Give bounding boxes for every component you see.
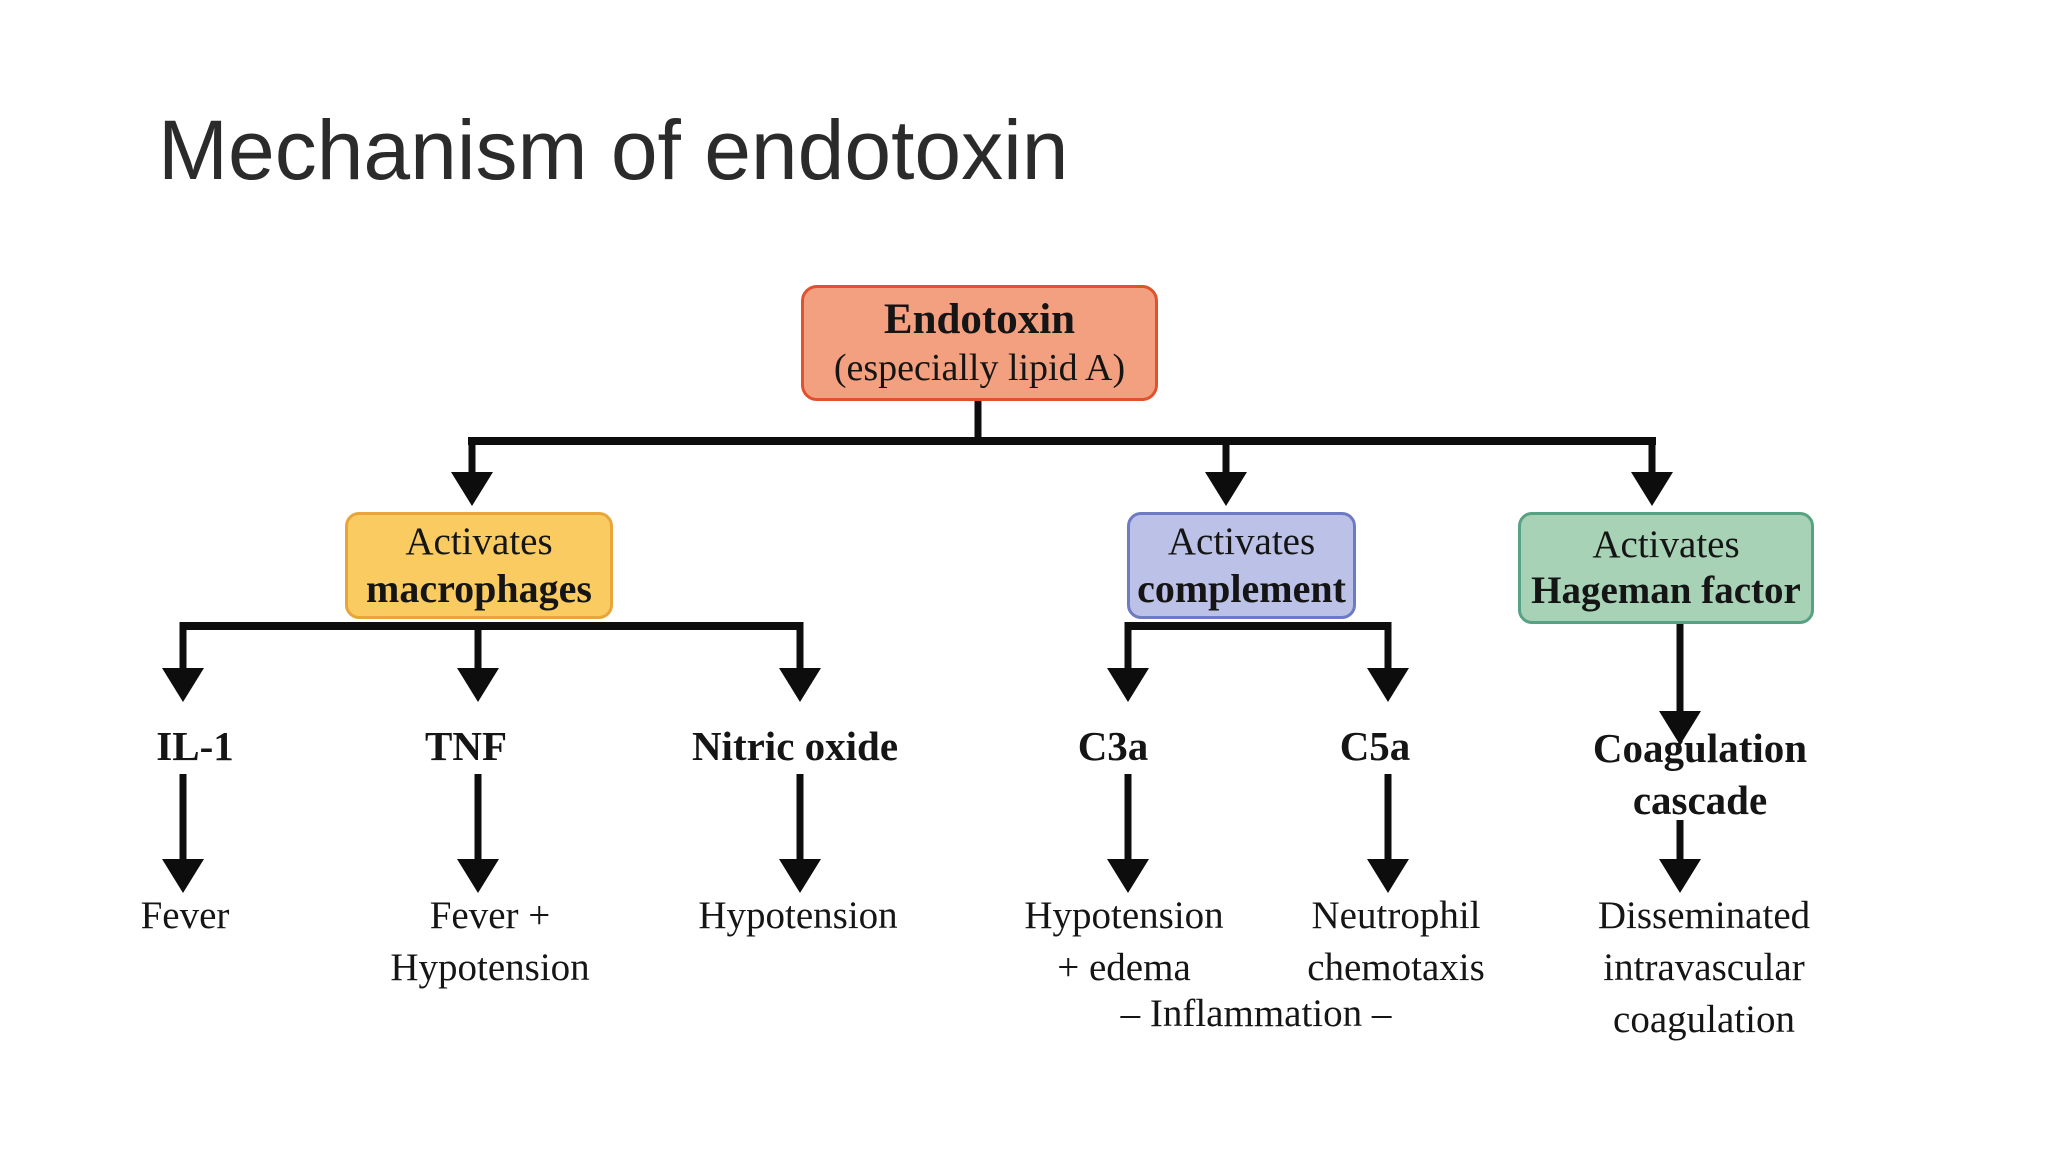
label-inflammation: – Inflammation – (1120, 992, 1392, 1035)
label-fever-hypotension-line1: Fever + (429, 894, 551, 937)
arrow-il1-to-fever (162, 774, 204, 893)
node-endotoxin-line1: Endotoxin (883, 296, 1076, 344)
label-tnf: TNF (425, 723, 507, 769)
label-neutrophil-chemotaxis-line2: chemotaxis (1307, 946, 1485, 989)
node-activates-complement-line1: Activates (1167, 519, 1316, 563)
label-dic-line3: coagulation (1613, 998, 1795, 1041)
node-endotoxin-line2: (especially lipid A) (833, 346, 1126, 389)
arrow-complement-branch (1107, 622, 1409, 702)
label-c3a: C3a (1077, 723, 1149, 769)
label-nitric-oxide: Nitric oxide (691, 723, 899, 769)
arrow-macrophages-branch (162, 622, 821, 702)
arrow-coagulation-to-dic (1659, 820, 1701, 893)
node-activates-macrophages: Activates macrophages (345, 512, 613, 619)
node-activates-hageman-factor: Activates Hageman factor (1518, 512, 1814, 624)
node-activates-complement: Activates complement (1127, 512, 1356, 619)
label-dic-line1: Disseminated (1597, 894, 1811, 937)
label-neutrophil-chemotaxis-line1: Neutrophil (1311, 894, 1481, 937)
label-il1: IL-1 (156, 723, 234, 769)
label-hypotension-edema-line1: Hypotension (1024, 894, 1224, 937)
arrow-c5a-to-neutrophil-chemotaxis (1367, 774, 1409, 893)
label-dic-line2: intravascular (1603, 946, 1805, 989)
label-coagulation-cascade-line1: Coagulation (1592, 725, 1808, 771)
label-fever-hypotension-line2: Hypotension (390, 946, 590, 989)
arrow-endotoxin-to-branches (451, 401, 1673, 506)
label-c5a: C5a (1339, 723, 1411, 769)
label-disseminated-intravascular-coagulation: Disseminated intravascular coagulation (1598, 890, 1810, 1046)
label-fever: Fever (140, 894, 230, 937)
node-activates-macrophages-line1: Activates (405, 519, 553, 563)
page-title: Mechanism of endotoxin (158, 103, 1069, 197)
label-coagulation-cascade-line2: cascade (1632, 777, 1768, 823)
arrow-tnf-to-fever-hypotension (457, 774, 499, 893)
arrow-c3a-to-hypotension-edema (1107, 774, 1149, 893)
label-hypotension-edema: Hypotension + edema (1024, 890, 1223, 994)
label-hypotension-edema-line2: + edema (1057, 946, 1191, 989)
label-coagulation-cascade: Coagulation cascade (1593, 722, 1807, 826)
node-endotoxin: Endotoxin (especially lipid A) (801, 285, 1158, 401)
node-activates-hageman-line2: Hageman factor (1531, 569, 1801, 612)
node-activates-hageman-line1: Activates (1592, 522, 1740, 566)
node-activates-complement-line2: complement (1137, 565, 1346, 611)
label-fever-hypotension: Fever + Hypotension (390, 890, 589, 994)
label-neutrophil-chemotaxis: Neutrophil chemotaxis (1307, 890, 1485, 994)
node-activates-macrophages-line2: macrophages (366, 565, 592, 611)
label-hypotension: Hypotension (698, 894, 898, 937)
arrow-nitric-oxide-to-hypotension (779, 774, 821, 893)
